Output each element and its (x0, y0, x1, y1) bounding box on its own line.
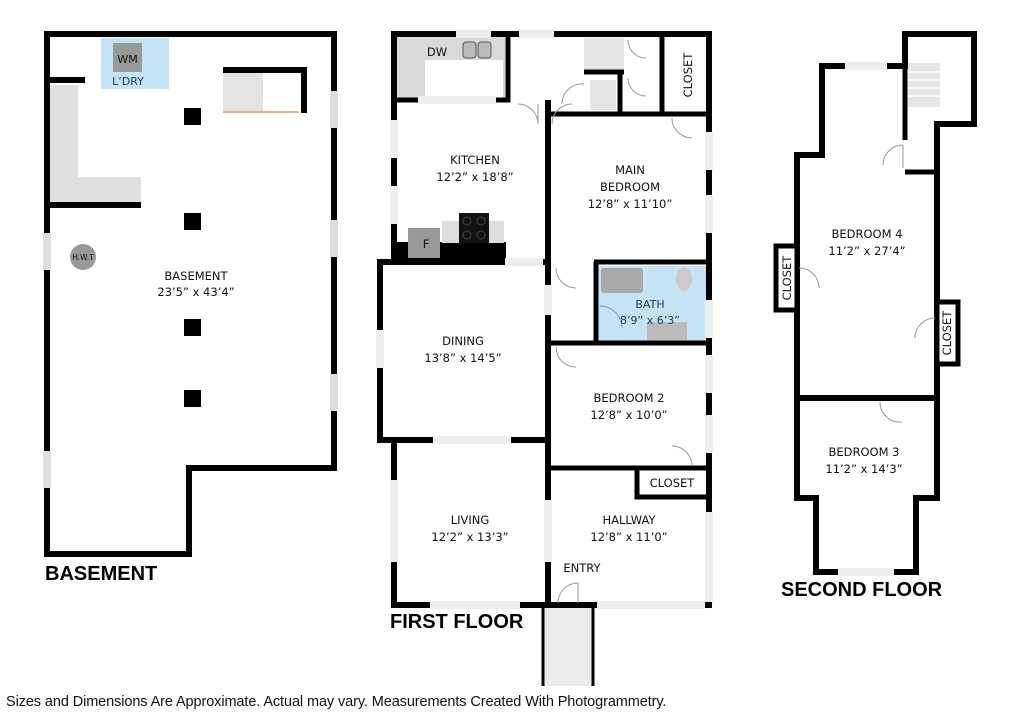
column (184, 213, 201, 230)
bath-dims: 8’9” x 6’3” (620, 314, 680, 327)
toilet-icon (676, 267, 692, 291)
hallway-name: HALLWAY (602, 513, 656, 527)
basement-room-name: BASEMENT (164, 269, 228, 283)
second-floor-plan: BEDROOM 4 11’2” x 27’4” CLOSET CLOSET BE… (773, 31, 977, 601)
closet-label: CLOSET (780, 255, 794, 301)
first-floor-title: FIRST FLOOR (390, 611, 524, 633)
basement-title: BASEMENT (45, 563, 157, 585)
main-bedroom-dims: 12’8” x 11’10” (588, 197, 673, 211)
column (184, 319, 201, 336)
kitchen-name: KITCHEN (450, 153, 500, 167)
closet-label: CLOSET (650, 476, 696, 490)
porch (543, 607, 593, 686)
fridge-icon (408, 228, 440, 258)
laundry-label: L’DRY (112, 75, 144, 88)
fridge-label: F (423, 237, 430, 251)
washer-icon (113, 43, 142, 72)
sink-icon (462, 41, 477, 59)
stairs-icon (223, 72, 263, 112)
stove-icon (459, 213, 489, 243)
bath-name: BATH (635, 298, 664, 311)
entry-label: ENTRY (563, 561, 601, 575)
bedroom3-dims: 11’2” x 14’3” (825, 462, 902, 476)
bedroom4-dims: 11’2” x 27’4” (828, 244, 905, 258)
washer-label: WM (117, 53, 137, 66)
closet-label: CLOSET (940, 310, 954, 356)
closet-label: CLOSET (681, 52, 695, 98)
living-name: LIVING (451, 513, 490, 527)
column (184, 390, 201, 407)
bedroom2-name: BEDROOM 2 (594, 391, 665, 405)
bedroom2-dims: 12’8” x 10’0” (590, 408, 667, 422)
bedroom4-name: BEDROOM 4 (832, 227, 903, 241)
closet-left (773, 243, 800, 313)
water-heater-label: H.W.T (72, 253, 94, 262)
kitchen-dims: 12’2” x 18’8” (436, 170, 513, 184)
bedroom3-name: BEDROOM 3 (829, 445, 900, 459)
dining-dims: 13’8” x 14’5” (424, 351, 501, 365)
bathtub-icon (601, 268, 643, 293)
closet-right (934, 299, 961, 367)
column (184, 108, 201, 125)
dining-name: DINING (442, 334, 484, 348)
sink-vanity-icon (647, 322, 687, 340)
second-floor-title: SECOND FLOOR (781, 579, 943, 601)
hallway-dims: 12’8” x 11’0” (590, 530, 667, 544)
counter-l-shape (50, 85, 141, 203)
living-dims: 12’2” x 13’3” (431, 530, 508, 544)
first-floor-plan: DW F (376, 30, 713, 686)
basement-plan: WM L’DRY H.W.T BASEMENT 23’5” x 43’4” BA… (43, 31, 338, 585)
dishwasher-label: DW (427, 45, 447, 59)
water-heater-icon (70, 244, 96, 270)
main-bedroom-name: MAIN (615, 163, 645, 177)
main-bedroom-name2: BEDROOM (600, 180, 660, 194)
stairs-icon (908, 63, 940, 107)
disclaimer-text: Sizes and Dimensions Are Approximate. Ac… (6, 694, 667, 710)
basement-room-dims: 23’5” x 43’4” (157, 285, 234, 299)
basement-walls (44, 31, 337, 557)
